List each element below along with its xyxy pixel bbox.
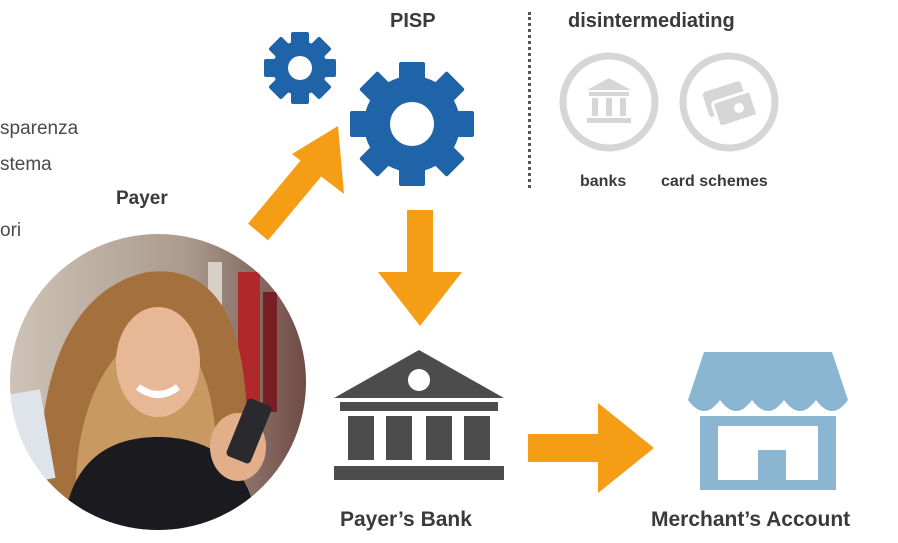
disintermediating-label: disintermediating [568, 10, 735, 32]
card-schemes-label: card schemes [661, 173, 768, 190]
side-text-line-2: stema [0, 154, 52, 175]
dotted-separator [528, 12, 531, 188]
side-text-line-1: sparenza [0, 118, 79, 139]
arrow-pisp-to-bank [378, 210, 462, 326]
cards-grey-icon [679, 52, 779, 152]
payer-photo [10, 234, 306, 530]
bank-grey-icon [559, 52, 659, 152]
banks-label: banks [580, 173, 627, 190]
arrow-bank-to-merchant [528, 403, 654, 493]
gears-icon [264, 32, 474, 186]
merchant-account-label: Merchant’s Account [651, 508, 851, 531]
payer-label: Payer [116, 188, 168, 209]
payers-bank-icon [334, 350, 504, 480]
pisp-label: PISP [390, 10, 436, 32]
merchant-store-icon [688, 352, 848, 490]
arrow-payer-to-pisp [248, 126, 344, 241]
side-text-line-3: ori [0, 220, 22, 241]
payers-bank-label: Payer’s Bank [340, 508, 472, 531]
